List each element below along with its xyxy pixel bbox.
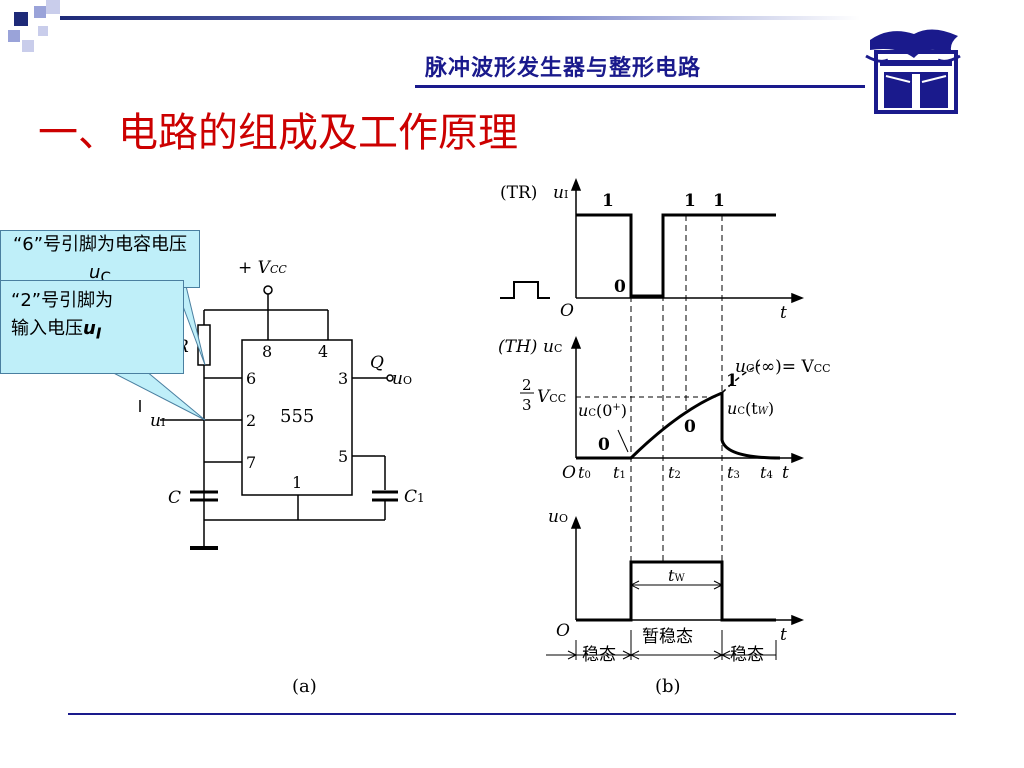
origin-bot: O [556,621,570,641]
deco-square-6 [38,26,48,36]
frac-den: 3 [522,396,532,414]
svg-text:+ VCC: + VCC [238,258,287,278]
svg-text:uC: uC [543,337,562,357]
state-temporary: 暂稳态 [642,627,693,647]
ui-level-1a: 1 [602,191,614,211]
state-stable-1: 稳态 [582,645,616,665]
capacitor-label: C [168,488,181,508]
callout-pin2-line2: 输入电压 [11,318,83,339]
callout-pin6: “6”号引脚为电容电压uC [0,230,200,288]
vcc-subscript: CC [270,263,287,276]
pin-5-label: 5 [338,447,348,466]
state-stable-2: 稳态 [730,645,764,665]
ui-level-0: 0 [614,277,626,297]
svg-text:uO: uO [548,507,568,527]
uc-level-0a: 0 [598,435,610,455]
pin-3-label: 3 [338,369,348,388]
uc-wave-label: u [543,337,554,357]
pin-4-label: 4 [318,342,328,361]
tw-label: t [668,566,675,585]
caption-a: (a) [292,676,317,697]
svg-text:C1: C1 [404,487,425,507]
t-axis-mid: t [782,463,789,483]
tick-t4: t [760,463,767,482]
header-underline [415,85,865,88]
svg-text:uI: uI [150,411,165,431]
uo-label: u [392,369,403,389]
uc-level-0b: 0 [684,417,696,437]
svg-text:t1: t1 [613,463,626,482]
pin-1-label: 1 [292,473,302,492]
t-axis-top: t [780,303,787,323]
ui-label: u [150,411,161,431]
callout-pin2: “2”号引脚为 输入电压uI [0,280,184,374]
vcc-label: + V [238,258,272,278]
tick-t2: t [668,463,675,482]
deco-square-1 [14,12,28,26]
uc-level-1: 1 [726,371,738,391]
deco-square-3 [46,0,60,14]
origin-mid: O [562,463,576,483]
callout-pin6-text: “6”号引脚为电容电压 [12,234,188,255]
deco-square-2 [34,6,46,18]
deco-square-4 [8,30,20,42]
svg-text:uO: uO [392,369,412,389]
chip-555-label: 555 [280,406,314,427]
ui-level-1c: 1 [713,191,725,211]
waveform-diagram [500,177,805,660]
vcc-threshold-label: V [537,387,551,407]
tick-t0: t [578,463,585,482]
tr-label: (TR) [500,183,537,203]
svg-text:t4: t4 [760,463,773,482]
uc-inf-label: u [735,357,746,377]
deco-square-5 [22,40,34,52]
svg-text:(TH): (TH) [498,337,537,357]
uctw-label: u [727,399,737,418]
svg-text:t0: t0 [578,463,591,482]
svg-text:tW: tW [668,566,685,585]
svg-text:VCC: VCC [537,387,566,407]
th-label: (TH) [498,337,537,357]
svg-text:uC(∞)= VCC: uC(∞)= VCC [735,357,831,377]
pin-8-label: 8 [262,342,272,361]
uc0-label: u [578,401,588,420]
tick-t1: t [613,463,620,482]
ui-wave-label: u [553,183,564,203]
origin-top: O [560,301,574,321]
svg-text:uI: uI [553,183,568,203]
course-title: 脉冲波形发生器与整形电路 [425,55,702,81]
svg-text:(TR): (TR) [500,183,537,203]
ui-level-1b: 1 [684,191,696,211]
tick-t3: t [727,463,734,482]
svg-text:uC(0+): uC(0+) [578,401,627,420]
slide-title: 一、电路的组成及工作原理 [38,110,518,156]
svg-text:t3: t3 [727,463,740,482]
caption-b: (b) [655,676,681,697]
svg-text:uC(tW): uC(tW) [727,399,774,418]
t-axis-bot: t [780,625,787,645]
capacitor-c1-label: C [404,487,417,507]
pin-6-label: 6 [246,369,256,388]
footer-line [68,713,956,715]
uo-wave-label: u [548,507,559,527]
q-label: Q [370,353,384,373]
svg-text:t2: t2 [668,463,681,482]
callout-pin2-line1: “2”号引脚为 [11,290,114,311]
pin-7-label: 7 [246,453,256,472]
frac-num: 2 [522,376,532,394]
header-gradient-bar [60,16,860,20]
pin-2-label: 2 [246,411,256,430]
